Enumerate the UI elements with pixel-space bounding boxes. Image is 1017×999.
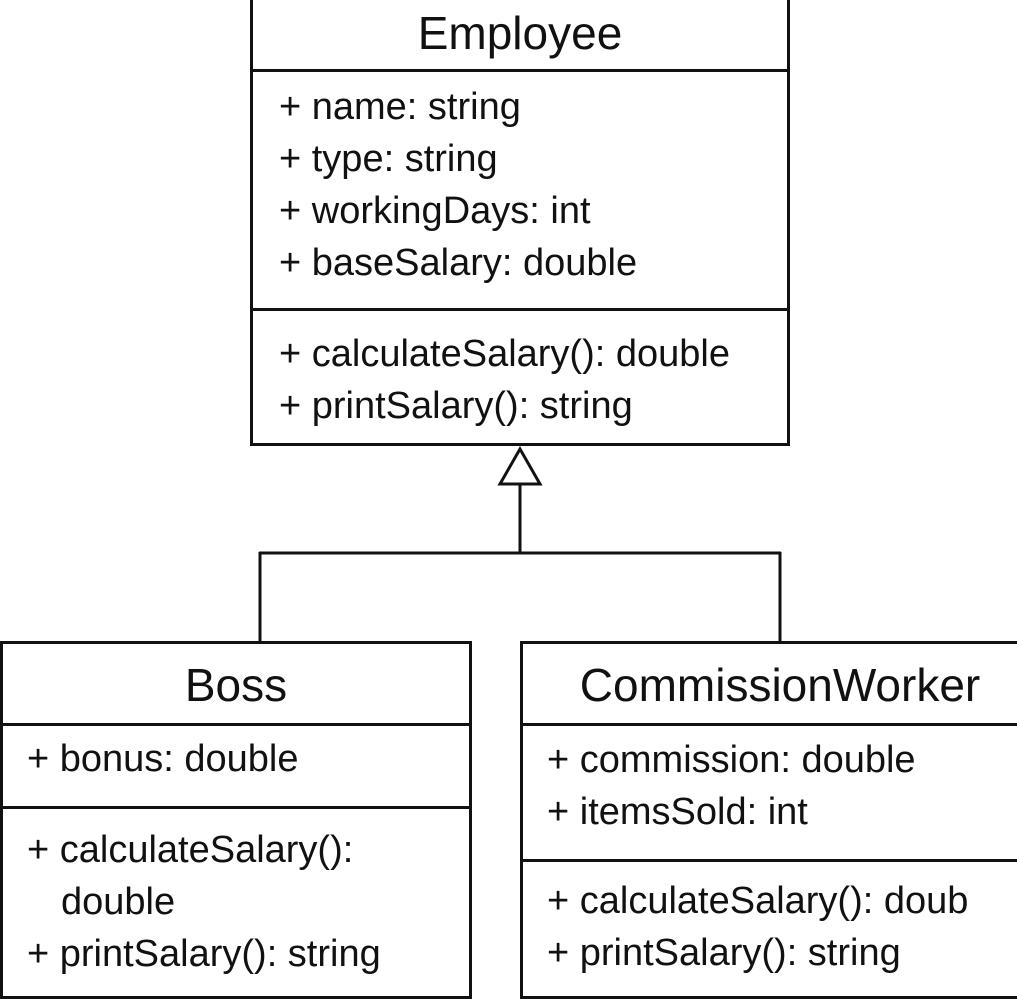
boss-attribute: + bonus: double [27,738,299,780]
employee-class: Employee + name: string + type: string +… [250,0,790,446]
commission-worker-operation: + printSalary(): string [547,932,901,974]
commission-worker-class-name: CommissionWorker [523,644,1017,726]
boss-class-name: Boss [3,644,469,726]
employee-attribute: + type: string [279,138,498,180]
employee-attribute: + workingDays: int [279,190,591,232]
boss-operation: + calculateSalary(): [27,829,354,871]
boss-operation-continuation: double [61,881,176,923]
employee-operation: + calculateSalary(): double [279,333,730,375]
boss-operations: + calculateSalary(): double + printSalar… [3,806,469,980]
boss-operation: + printSalary(): string [27,933,381,975]
commission-worker-class: CommissionWorker + commission: double + … [520,641,1017,999]
employee-class-name: Employee [253,0,787,72]
commission-worker-operations: + calculateSalary(): doub + printSalary(… [523,859,1017,979]
generalization-arrowhead [497,445,543,486]
commission-worker-operation: + calculateSalary(): doub [547,880,969,922]
commission-worker-attribute: + commission: double [547,739,916,781]
employee-attribute: + name: string [279,86,521,128]
employee-operations: + calculateSalary(): double + printSalar… [253,308,787,443]
boss-attributes: + bonus: double [3,726,469,806]
employee-operation: + printSalary(): string [279,385,633,427]
commission-worker-attribute: + itemsSold: int [547,791,808,833]
boss-class: Boss + bonus: double + calculateSalary()… [0,641,472,999]
employee-attribute: + baseSalary: double [279,242,638,284]
commission-worker-attributes: + commission: double + itemsSold: int [523,726,1017,859]
employee-attributes: + name: string + type: string + workingD… [253,72,787,308]
